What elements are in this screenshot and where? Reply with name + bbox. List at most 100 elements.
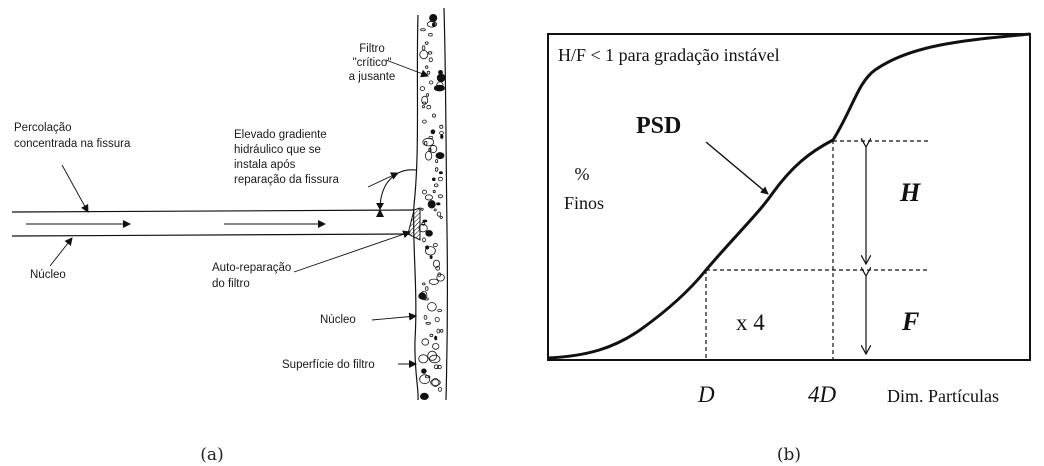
tick-d: D xyxy=(697,382,715,407)
gravel-particle xyxy=(439,215,443,219)
label-filtro-2: "crítico" xyxy=(353,57,392,69)
gravel-particle xyxy=(424,151,433,161)
label-gradiente-4: reparação da fissura xyxy=(234,174,339,186)
gravel-particle xyxy=(433,208,437,212)
gravel-particle xyxy=(435,152,445,160)
gravel-particle xyxy=(432,113,436,118)
gravel-particle xyxy=(437,364,442,370)
label-filtro-1: Filtro xyxy=(359,43,385,55)
label-gradiente-3: instala após xyxy=(234,159,296,171)
gravel-particle xyxy=(420,28,426,32)
gravel-particle xyxy=(432,242,438,247)
gravel-particle xyxy=(419,374,431,385)
gravel-particle xyxy=(418,354,429,364)
gravel-particle xyxy=(436,73,446,83)
label-x4: x 4 xyxy=(736,310,765,335)
gravel-particle xyxy=(433,183,439,188)
label-filtro-3: a jusante xyxy=(349,71,396,83)
psd-curve xyxy=(547,32,1031,360)
label-percolacao-2: concentrada na fissura xyxy=(14,138,131,150)
gravel-particle xyxy=(421,105,425,109)
label-autoreparacao-1: Auto-reparação xyxy=(212,262,291,274)
gravel-particle xyxy=(434,316,440,323)
gravel-particle xyxy=(424,246,436,256)
gravel-particle xyxy=(429,144,438,154)
gravel-particle xyxy=(430,129,436,135)
gravel-particle xyxy=(421,368,427,374)
leader-percolacao xyxy=(61,164,89,213)
gravel-particle xyxy=(425,65,429,69)
gravel-particle xyxy=(427,350,438,361)
gravel-particle xyxy=(428,80,434,85)
gravel-particle xyxy=(435,159,439,164)
gravel-particle xyxy=(429,333,434,337)
gravel-particle xyxy=(435,265,441,271)
filter-left-boundary xyxy=(412,14,419,401)
gravel-particle xyxy=(434,335,438,341)
gravel-particle xyxy=(425,321,431,325)
gravel-particle xyxy=(439,131,444,135)
gravel-particle xyxy=(419,392,429,400)
gravel-particle xyxy=(424,194,433,201)
gravel-particle xyxy=(422,282,426,286)
gravel-particle xyxy=(427,51,433,55)
psd-leader xyxy=(705,141,769,195)
gravel-particle xyxy=(429,255,433,260)
gravel-particle xyxy=(437,194,444,199)
label-nucleo-left: Núcleo xyxy=(30,269,66,281)
gravel-particle xyxy=(440,328,444,333)
leader-filtro xyxy=(385,59,429,78)
gravel-particle xyxy=(424,41,429,45)
gravel-particle xyxy=(424,297,429,301)
leader-nucleo-right xyxy=(371,312,417,321)
gravel-particle xyxy=(419,49,429,60)
gravel-particle xyxy=(420,207,424,211)
gravel-particle xyxy=(425,286,429,291)
gravel-particle xyxy=(419,86,425,91)
filter-gravel xyxy=(418,13,446,400)
label-h: H xyxy=(899,178,921,207)
leader-gradiente xyxy=(367,172,399,188)
gravel-particle xyxy=(430,379,441,386)
caption-a: (a) xyxy=(200,445,223,465)
panel-b: H/F < 1 para gradação instável PSD % Fin… xyxy=(547,32,1031,465)
gravel-particle xyxy=(422,237,426,243)
gravel-particle xyxy=(431,177,436,182)
gravel-particle xyxy=(428,278,439,285)
label-percolacao-1: Percolação xyxy=(14,122,72,134)
gravel-particle xyxy=(433,364,439,370)
psd-label: PSD xyxy=(636,113,681,139)
chart-title: H/F < 1 para gradação instável xyxy=(558,45,780,65)
leader-nucleo-left xyxy=(49,237,73,267)
gravel-particle xyxy=(423,314,428,320)
gravel-particle xyxy=(422,219,428,223)
filter-right-boundary xyxy=(443,7,449,401)
label-gradiente-1: Elevado gradiente xyxy=(234,129,327,141)
gravel-particle xyxy=(437,387,443,392)
gravel-particle xyxy=(439,124,444,129)
gravel-particle xyxy=(428,57,433,63)
gradient-arc-arrow xyxy=(375,169,417,218)
gravel-particle xyxy=(436,328,441,334)
gravel-particle xyxy=(428,33,433,37)
gravel-particle xyxy=(427,200,436,209)
label-f: F xyxy=(901,307,919,336)
gravel-particle xyxy=(421,338,430,346)
gravel-particle xyxy=(436,202,441,206)
gravel-particle xyxy=(437,309,443,312)
gravel-particle xyxy=(429,354,441,364)
gravel-particle xyxy=(421,189,428,195)
gravel-particle xyxy=(437,176,443,182)
gravel-particle xyxy=(424,140,428,146)
gravel-particle xyxy=(426,93,430,97)
gravel-particle xyxy=(422,137,435,147)
ylabel-percent: % xyxy=(575,164,590,184)
caption-b: (b) xyxy=(777,445,801,465)
tick-4d: 4D xyxy=(808,382,837,407)
gravel-particle xyxy=(440,134,444,139)
gravel-particle xyxy=(421,95,429,105)
plot-frame xyxy=(547,33,1031,361)
xlabel: Dim. Partículas xyxy=(887,386,999,406)
self-repair-wedge xyxy=(407,207,421,241)
gravel-particle xyxy=(426,70,431,75)
